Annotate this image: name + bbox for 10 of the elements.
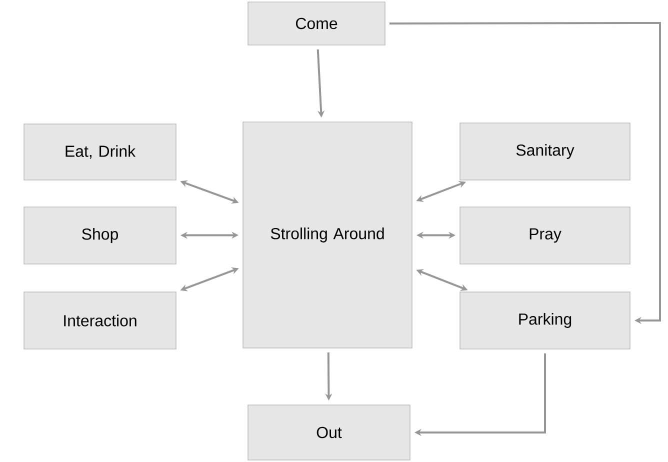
process-box: Eat, Drink <box>24 124 176 180</box>
process-box: Interaction <box>24 292 176 350</box>
process-box: Strolling Around <box>242 122 412 348</box>
process-box: Parking <box>460 292 630 350</box>
arrow <box>389 22 661 324</box>
process-box: Out <box>248 404 410 460</box>
process-box: Sanitary <box>460 122 630 180</box>
process-box: Come <box>248 2 386 46</box>
process-box: Shop <box>24 206 176 264</box>
process-box: Pray <box>460 206 630 264</box>
